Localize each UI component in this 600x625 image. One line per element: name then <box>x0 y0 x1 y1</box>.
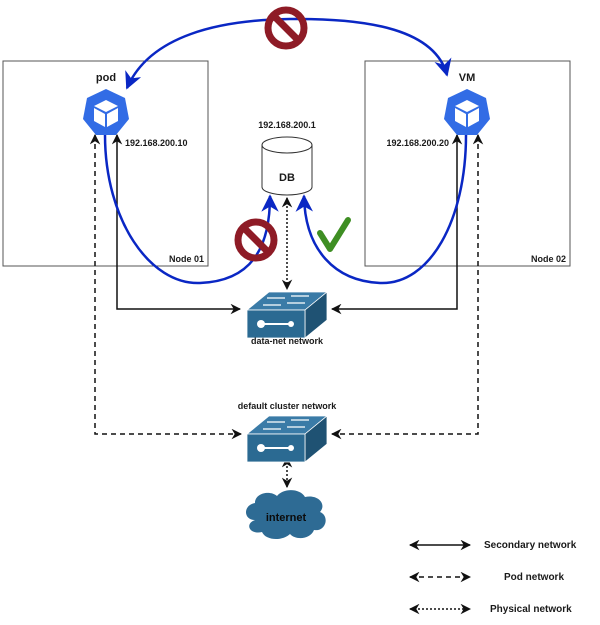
legend-label-secondary: Secondary network <box>484 540 577 551</box>
allowed-check-icon-vm-db <box>317 217 351 252</box>
pod-network-link-vm <box>330 133 484 440</box>
data-net-switch-icon <box>246 291 328 339</box>
node-02-label: Node 02 <box>531 254 566 264</box>
legend-label-pod: Pod network <box>504 572 564 583</box>
flow-vm-db <box>295 134 468 285</box>
flow-pod-vm <box>125 17 452 90</box>
vm-ip: 192.168.200.20 <box>386 138 449 148</box>
db-icon <box>261 136 313 196</box>
pod-ip: 192.168.200.10 <box>125 138 188 148</box>
secondary-network-link-vm <box>330 133 463 315</box>
default-cluster-label: default cluster network <box>238 401 338 411</box>
blocked-icon-pod-vm <box>268 10 304 46</box>
internet-label: internet <box>266 512 307 524</box>
secondary-network-link-pod <box>111 133 242 315</box>
blocked-icon-pod-db <box>238 222 274 258</box>
legend-label-physical: Physical network <box>490 604 572 615</box>
db-label: DB <box>279 172 295 184</box>
db-ip: 192.168.200.1 <box>258 120 316 130</box>
internet-cloud-icon <box>246 490 326 540</box>
vm-icon <box>444 89 490 135</box>
vm-label: VM <box>459 72 476 84</box>
node-01-label: Node 01 <box>169 254 204 264</box>
pod-network-link-pod <box>89 133 243 440</box>
pod-label: pod <box>96 72 116 84</box>
pod-icon <box>83 89 129 135</box>
data-net-label: data-net network <box>251 336 324 346</box>
default-cluster-switch-icon <box>246 415 328 463</box>
legend: Secondary network Pod network Physical n… <box>408 539 577 615</box>
